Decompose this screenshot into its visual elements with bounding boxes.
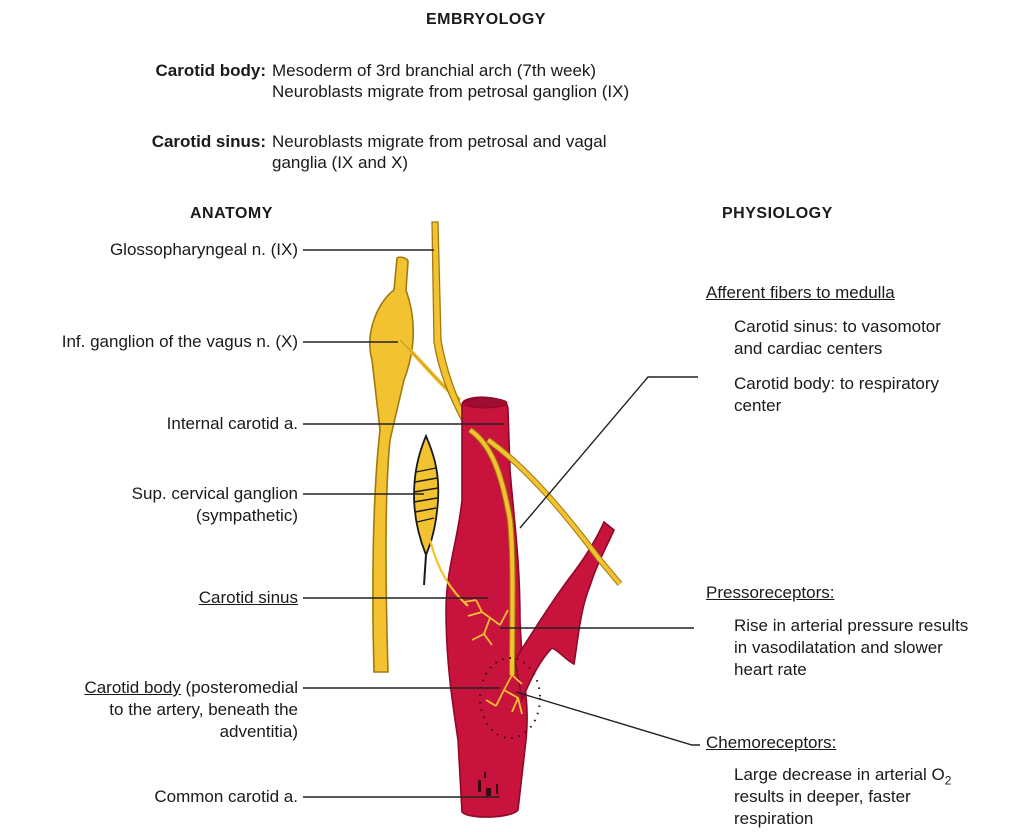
- chemoreceptors-o2-subscript: 2: [945, 773, 952, 787]
- pressoreceptors-line1: Rise in arterial pressure results: [734, 615, 968, 637]
- external-carotid-artery: [515, 522, 614, 700]
- label-internal-carotid: Internal carotid a.: [60, 413, 298, 435]
- chemoreceptors-line1-text: Large decrease in arterial O: [734, 765, 945, 784]
- afferent-sinus-line1: Carotid sinus: to vasomotor: [734, 316, 941, 338]
- label-inf-ganglion: Inf. ganglion of the vagus n. (X): [0, 331, 298, 353]
- pressoreceptors-title: Pressoreceptors:: [706, 582, 835, 604]
- label-carotid-body-line1: Carotid body (posteromedial: [30, 677, 298, 699]
- label-carotid-body-line2: to the artery, beneath the: [30, 699, 298, 721]
- label-glossopharyngeal: Glossopharyngeal n. (IX): [20, 239, 298, 261]
- leader-chemoreceptors: [516, 692, 700, 745]
- label-carotid-body-line3: adventitia): [30, 721, 298, 743]
- vagus-nerve: [370, 257, 413, 672]
- label-sup-cervical-line1: Sup. cervical ganglion: [60, 483, 298, 505]
- chemoreceptors-title: Chemoreceptors:: [706, 732, 836, 754]
- afferent-body-line2: center: [734, 395, 781, 417]
- internal-carotid-lumen: [463, 398, 507, 408]
- label-carotid-sinus: Carotid sinus: [120, 587, 298, 609]
- label-carotid-body-line1-rest: (posteromedial: [181, 678, 298, 697]
- pressoreceptors-line3: heart rate: [734, 659, 807, 681]
- pressoreceptors-line2: in vasodilatation and slower: [734, 637, 943, 659]
- afferent-sinus-line2: and cardiac centers: [734, 338, 882, 360]
- label-carotid-body-term: Carotid body: [84, 678, 180, 697]
- chemoreceptors-line2: results in deeper, faster: [734, 786, 911, 808]
- label-sup-cervical-line2: (sympathetic): [60, 505, 298, 527]
- leader-afferent: [520, 377, 698, 528]
- chemoreceptors-line3: respiration: [734, 808, 813, 830]
- afferent-body-line1: Carotid body: to respiratory: [734, 373, 939, 395]
- label-common-carotid: Common carotid a.: [60, 786, 298, 808]
- superior-cervical-ganglion: [414, 436, 438, 555]
- afferent-title: Afferent fibers to medulla: [706, 282, 895, 304]
